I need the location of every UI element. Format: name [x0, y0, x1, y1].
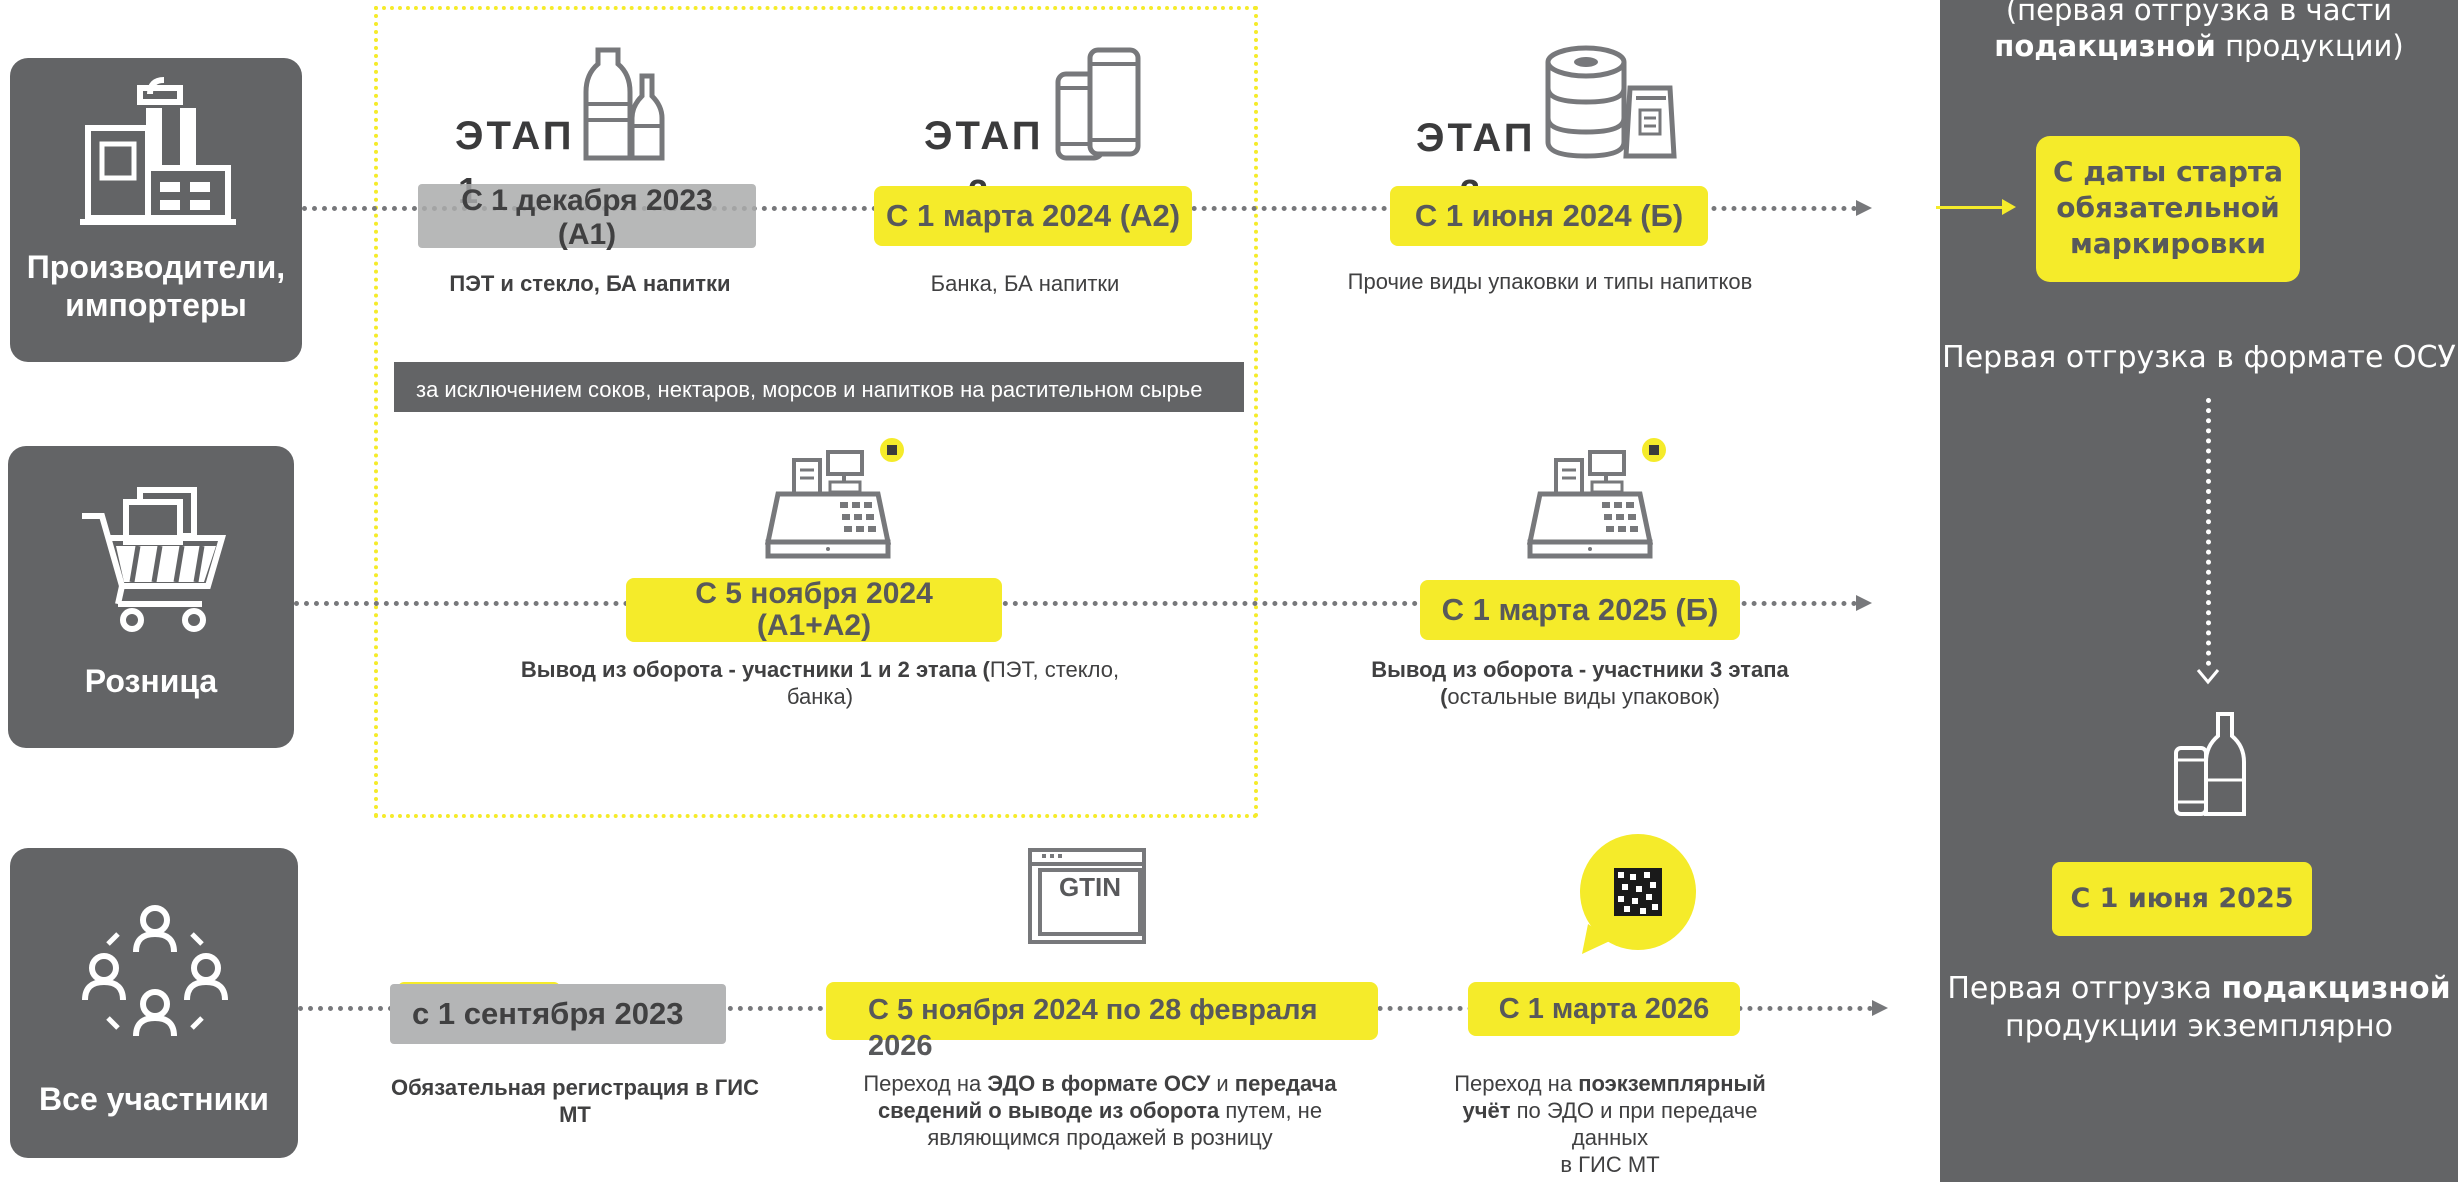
panel-top-line1: (первая отгрузка в части — [2005, 0, 2393, 27]
stage1-date: С 1 декабря 2023 (А1) — [418, 184, 756, 251]
panel-entry-arrow — [1936, 206, 2004, 209]
row-all-participants: Все участники — [10, 848, 298, 1158]
stage1-text: ЭТАП — [455, 114, 575, 158]
retail-desc1-rest: ПЭТ, стекло, банка) — [786, 657, 1120, 709]
all-desc2-b: ЭДО в формате ОСУ — [987, 1071, 1211, 1096]
keg-pouch-icon — [1545, 45, 1677, 159]
retail-desc2-rest: остальные виды упаковок) — [1447, 684, 1720, 709]
cash-register-icon — [1526, 438, 1666, 559]
panel-entry-arrowhead — [2002, 199, 2016, 215]
all-date1: с 1 сентября 2023 — [390, 984, 726, 1044]
row-producers: Производители, импортеры — [10, 58, 302, 362]
panel-top-line2: подакцизной продукции) — [1940, 28, 2458, 64]
bottle-can-icon — [2174, 712, 2246, 816]
cash-register-icon — [764, 438, 904, 559]
panel-text-first-shipment: Первая отгрузка в формате ОСУ — [1942, 340, 2456, 375]
all-date3: С 1 марта 2026 — [1468, 982, 1740, 1036]
panel-text2-a: Первая отгрузка — [1947, 971, 2222, 1006]
row-retail-label: Розница — [84, 663, 218, 699]
all-desc1: Обязательная регистрация в ГИС МТ — [391, 1075, 759, 1127]
retail-desc2-bold: Вывод из оборота - участники 3 этапа — [1371, 657, 1789, 682]
all-desc3-c: по ЭДО и при передаче данных в ГИС МТ — [1516, 1098, 1758, 1177]
row-producers-label: Производители, импортеры — [26, 249, 286, 323]
exclusion-text: за исключением соков, нектаров, морсов и… — [416, 377, 1203, 402]
timeline-all-arrowhead — [1872, 1000, 1888, 1016]
all-desc2-e: путем, не являющимся продажей в розницу — [927, 1098, 1323, 1150]
gtin-window-icon — [1028, 848, 1146, 944]
stage2-date: С 1 марта 2024 (А2) — [874, 186, 1192, 246]
all-desc2-d: передача сведений о выводе из оборота — [877, 1071, 1337, 1123]
panel-top-bold: подакцизной — [1994, 29, 2216, 63]
datamatrix-icon — [1580, 834, 1696, 954]
row-retail: Розница — [8, 446, 294, 748]
cans-icon — [1055, 47, 1141, 161]
chevron-down-icon — [2196, 669, 2220, 685]
stage-highlight-frame — [374, 6, 1258, 818]
all-desc3-a: Переход на — [1454, 1071, 1579, 1096]
retail-desc1-bold: Вывод из оборота - участники 1 и 2 этапа… — [520, 657, 990, 682]
panel-pill-start: С даты старта обязательной маркировки — [2036, 136, 2300, 282]
retail-desc2-open: ( — [1440, 684, 1448, 709]
all-desc3-b: поэкземплярный учёт — [1462, 1071, 1766, 1123]
stage1-label: ЭТАП — [455, 114, 574, 159]
panel-top-rest: продукции) — [2215, 29, 2404, 63]
row-all-label: Все участники — [39, 1081, 269, 1117]
shopping-cart-icon — [82, 487, 226, 632]
panel-pill-june-2025: С 1 июня 2025 — [2052, 862, 2312, 936]
factory-icon — [80, 77, 236, 225]
right-panel: (первая отгрузка в части подакцизной про… — [1940, 0, 2458, 1182]
bottles-icon — [583, 47, 665, 161]
all-desc3: Переход на поэкземплярный учёт по ЭДО и … — [1430, 1070, 1790, 1178]
all-date2: С 5 ноября 2024 по 28 февраля 2026 — [826, 982, 1378, 1062]
exclusion-banner: за исключением соков, нектаров, морсов и… — [394, 362, 1244, 412]
retail-date2: С 1 марта 2025 (Б) — [1420, 580, 1740, 640]
panel-text2-bold: подакцизной — [2221, 971, 2451, 1006]
all-desc2-c: и — [1210, 1071, 1235, 1096]
panel-dotted-arrow — [2206, 398, 2211, 666]
stage2-desc: Банка, БА напитки — [930, 271, 1120, 296]
timeline-retail — [294, 601, 1858, 606]
people-network-icon — [82, 905, 228, 1037]
stage3-date: С 1 июня 2024 (Б) — [1390, 186, 1708, 246]
stage2-text: ЭТАП — [924, 114, 1044, 158]
panel-text-excise: Первая отгрузка подакцизной продукции эк… — [1940, 970, 2458, 1046]
gtin-label: GTIN — [1058, 872, 1122, 902]
timeline-producers-arrowhead — [1856, 200, 1872, 216]
panel-text2-c: продукции экземплярно — [2004, 1009, 2394, 1044]
stage1-desc: ПЭТ и стекло, БА напитки — [449, 271, 731, 296]
stage3-desc: Прочие виды упаковки и типы напитков — [1347, 269, 1753, 294]
stage2-label: ЭТАП — [924, 114, 1043, 159]
all-desc2: Переход на ЭДО в формате ОСУ и передача … — [820, 1070, 1380, 1151]
retail-desc2: Вывод из оборота - участники 3 этапа (ос… — [1300, 656, 1860, 710]
all-desc2-a: Переход на — [863, 1071, 988, 1096]
stage3-text: ЭТАП — [1416, 116, 1536, 160]
panel-top-text: (первая отгрузка в части подакцизной про… — [1940, 0, 2458, 64]
stage3-label: ЭТАП — [1416, 116, 1535, 161]
retail-desc1: Вывод из оборота - участники 1 и 2 этапа… — [470, 656, 1170, 710]
retail-date1: С 5 ноября 2024 (А1+А2) — [626, 578, 1002, 642]
timeline-retail-arrowhead — [1856, 595, 1872, 611]
